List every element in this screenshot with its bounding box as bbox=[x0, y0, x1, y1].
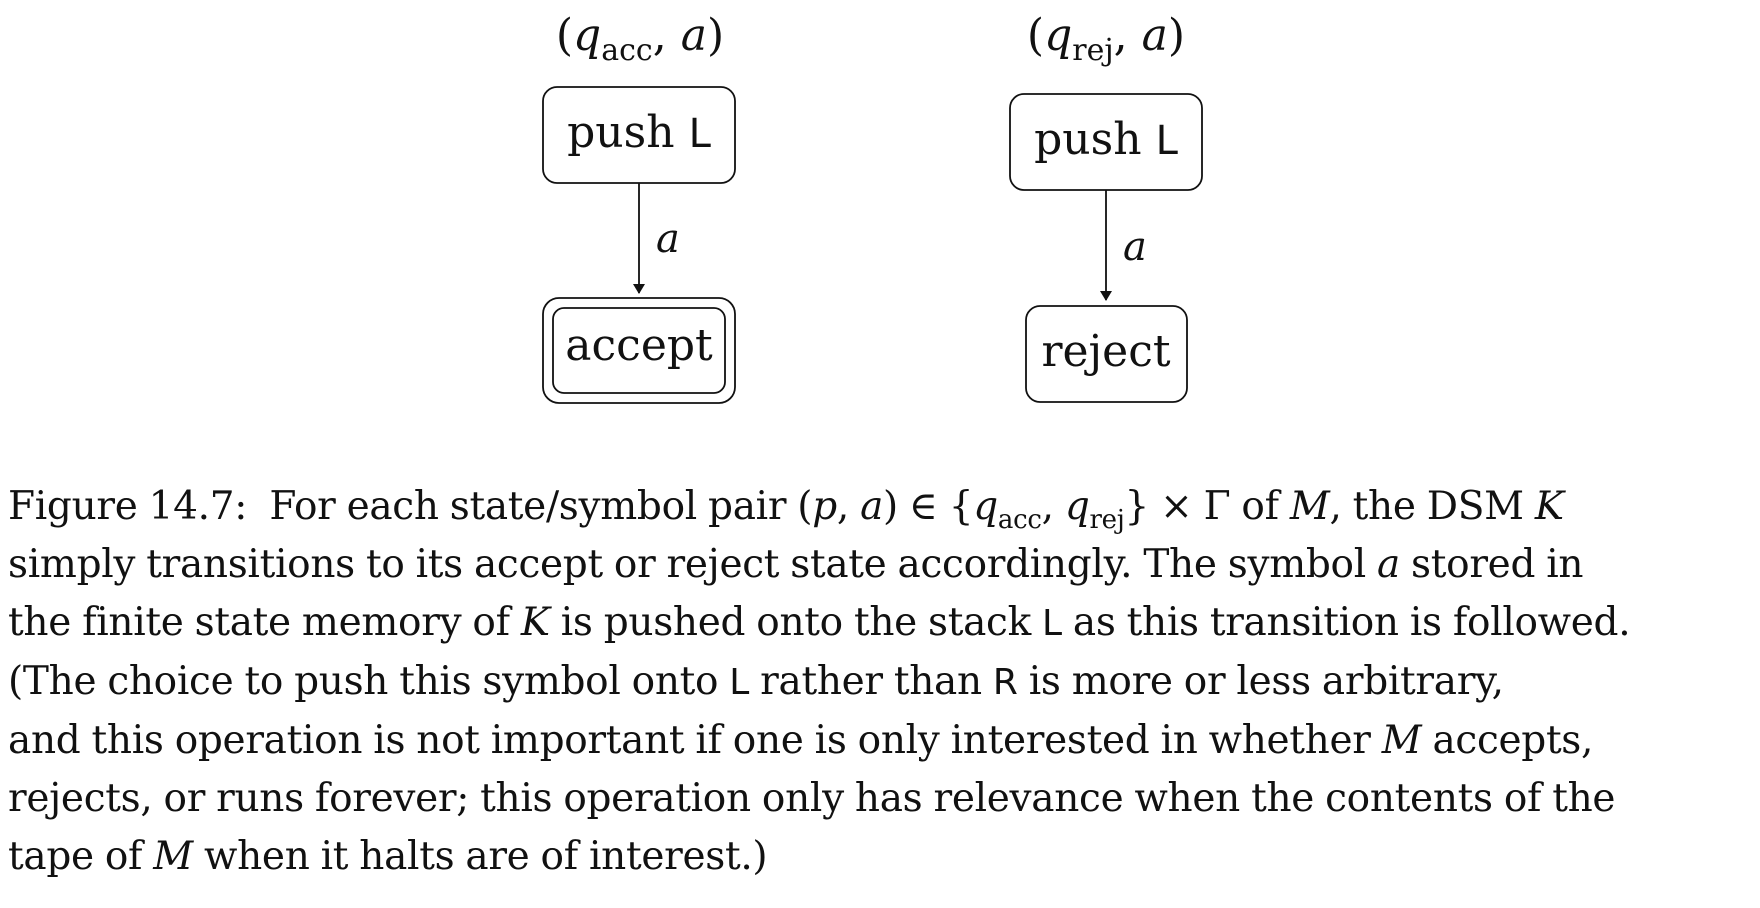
accept-state-label: accept bbox=[565, 320, 713, 371]
right-push-box-label: push L bbox=[1034, 114, 1178, 165]
left-state-label: (qacc, a) bbox=[556, 10, 724, 68]
right-transition-label: a bbox=[1123, 224, 1147, 270]
figure-number: Figure 14.7: bbox=[8, 484, 248, 529]
caption-line-5: and this operation is not important if o… bbox=[8, 718, 1594, 763]
caption-line-7: tape of M when it halts are of interest.… bbox=[8, 834, 768, 879]
caption-line-6: rejects, or runs forever; this operation… bbox=[8, 776, 1616, 821]
left-transition-label: a bbox=[656, 216, 680, 262]
left-transition-group: (qacc, a) push L a accept bbox=[542, 10, 736, 404]
caption-line-3: the finite state memory of K is pushed o… bbox=[8, 600, 1631, 645]
caption-line-2: simply transitions to its accept or reje… bbox=[8, 542, 1584, 587]
right-state-label: (qrej, a) bbox=[1027, 10, 1185, 68]
reject-state-box bbox=[1025, 305, 1188, 403]
accept-state-outer-border bbox=[542, 297, 736, 404]
figure-caption: Figure 14.7: For each state/symbol pair … bbox=[8, 478, 1752, 886]
state-diagram: (qacc, a) push L a accept (qrej, a) push… bbox=[542, 10, 1203, 404]
left-push-box-label: push L bbox=[567, 107, 711, 158]
reject-state-label: reject bbox=[1041, 326, 1170, 377]
right-transition-group: (qrej, a) push L a reject bbox=[1009, 10, 1203, 403]
accept-state-inner-border bbox=[552, 307, 726, 394]
caption-line-1: Figure 14.7: For each state/symbol pair … bbox=[8, 484, 1564, 535]
caption-line-4: (The choice to push this symbol onto L r… bbox=[8, 659, 1504, 704]
